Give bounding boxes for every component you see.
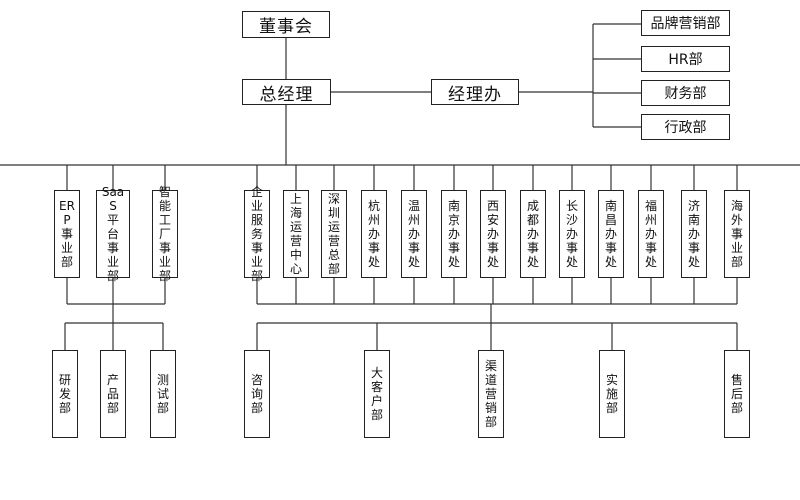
dept-after-sales: 售后部 bbox=[724, 350, 750, 438]
unit-jinan: 济南办事处 bbox=[681, 190, 707, 278]
board-box: 董事会 bbox=[242, 11, 330, 38]
dept-rnd: 研发部 bbox=[52, 350, 78, 438]
unit-shenzhen: 深圳运营总部 bbox=[321, 190, 347, 278]
unit-chengdu: 成都办事处 bbox=[520, 190, 546, 278]
dept-product: 产品部 bbox=[100, 350, 126, 438]
unit-xian: 西安办事处 bbox=[480, 190, 506, 278]
dept-key-accounts: 大客户部 bbox=[364, 350, 390, 438]
dept-testing: 测试部 bbox=[150, 350, 176, 438]
dept-admin: 行政部 bbox=[641, 114, 730, 140]
unit-nanchang: 南昌办事处 bbox=[598, 190, 624, 278]
unit-shanghai: 上海运营中心 bbox=[283, 190, 309, 278]
unit-wenzhou: 温州办事处 bbox=[401, 190, 427, 278]
dept-consulting: 咨询部 bbox=[244, 350, 270, 438]
dept-hr: HR部 bbox=[641, 46, 730, 72]
unit-changsha: 长沙办事处 bbox=[559, 190, 585, 278]
unit-nanjing: 南京办事处 bbox=[441, 190, 467, 278]
unit-enterprise-services: 企业服务事业部 bbox=[244, 185, 270, 283]
dept-finance: 财务部 bbox=[641, 80, 730, 106]
office-box: 经理办 bbox=[431, 79, 519, 105]
dept-brand-marketing: 品牌营销部 bbox=[641, 10, 730, 36]
dept-channel-marketing: 渠道营销部 bbox=[478, 350, 504, 438]
unit-overseas: 海外事业部 bbox=[724, 190, 750, 278]
unit-hangzhou: 杭州办事处 bbox=[361, 190, 387, 278]
dept-implementation: 实施部 bbox=[599, 350, 625, 438]
ceo-box: 总经理 bbox=[242, 79, 331, 105]
bu-smart-factory: 智能工厂事业部 bbox=[152, 185, 178, 283]
unit-fuzhou: 福州办事处 bbox=[638, 190, 664, 278]
